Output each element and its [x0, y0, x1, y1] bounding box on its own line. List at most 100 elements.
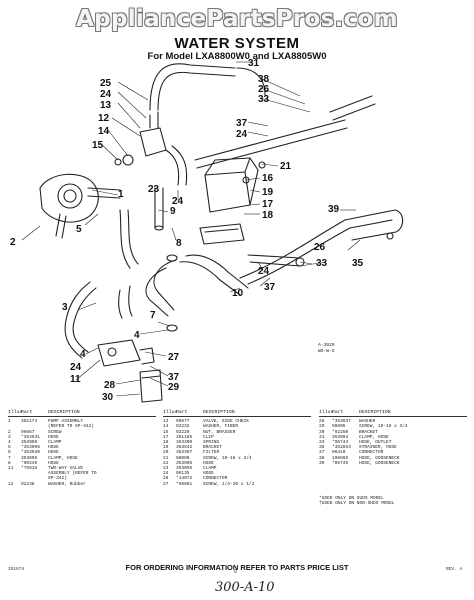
- callout-30: 30: [102, 392, 114, 403]
- callout-35: 35: [352, 258, 364, 269]
- parts-cell-desc: HOSE: [203, 471, 214, 477]
- parts-cell-part: *353906: [21, 445, 40, 451]
- bracket: [199, 223, 245, 245]
- hose-3: [64, 281, 91, 359]
- parts-cell-desc: CLAMP: [203, 466, 217, 472]
- parts-cell-part: *353637: [332, 419, 351, 425]
- parts-cell-desc: HOSE: [48, 445, 59, 451]
- bracket-30: [139, 369, 163, 403]
- callout-26: 26: [258, 84, 270, 95]
- parts-cell-desc: SCREW, 1/4-20 x 1/2: [203, 481, 255, 487]
- parts-cell-part: *92250: [332, 429, 349, 435]
- model-notes: *USED ONLY ON SUDS MODEL †USED ONLY ON N…: [319, 496, 469, 507]
- callout-12: 12: [98, 113, 110, 124]
- parts-row: ASSEMBLY (REFER TO: [8, 471, 156, 476]
- parts-cell-desc: SCREW, 10-16 x 3/4: [203, 455, 252, 461]
- parts-cell-illus: 23: [163, 466, 169, 472]
- parts-cell-desc: SP-342): [48, 476, 67, 482]
- parts-cell-part: *352853: [332, 445, 351, 451]
- parts-cell-illus: 38: [319, 455, 325, 461]
- callout-24-d: 24: [258, 266, 270, 277]
- pump-assembly: [39, 173, 99, 223]
- header-illus: Illus.: [8, 410, 26, 415]
- parts-cell-illus: 13: [163, 419, 169, 425]
- parts-cell-part: *353930: [21, 450, 40, 456]
- parts-cell-illus: 18: [163, 440, 169, 446]
- parts-row: SP-342): [8, 476, 156, 481]
- callout-29: 29: [168, 382, 180, 393]
- parts-cell-part: *353931: [21, 434, 40, 440]
- callout-1: 1: [118, 189, 124, 200]
- parts-cell-desc: (REFER TO SP-342): [48, 424, 94, 430]
- parts-cell-illus: 19: [163, 445, 169, 451]
- side-check-valve: [139, 127, 167, 157]
- parts-cell-illus: 11: [8, 466, 14, 472]
- parts-cell-desc: WASHER, Rubber: [48, 481, 86, 487]
- callout-9: 9: [170, 206, 176, 217]
- parts-cell-desc: CONNECTOR: [359, 450, 384, 456]
- parts-cell-part: *90249: [21, 460, 38, 466]
- figure-subcode: WS-W-S: [318, 348, 335, 354]
- parts-cell-part: 353095: [176, 466, 193, 472]
- callout-16: 16: [262, 173, 274, 184]
- watermark-text: AppliancePartsPros.com: [76, 6, 398, 32]
- diagram-title: WATER SYSTEM: [174, 35, 300, 52]
- parts-cell-illus: 17: [163, 434, 169, 440]
- callout-23: 23: [148, 184, 160, 195]
- callout-39: 39: [328, 204, 340, 215]
- parts-cell-desc: PUMP ASSEMBLY: [48, 419, 84, 425]
- parts-cell-desc: CLAMP, HOSE: [48, 455, 78, 461]
- callout-2: 2: [10, 237, 16, 248]
- parts-cell-illus: 30: [319, 429, 325, 435]
- revision-label: REV. A: [446, 567, 463, 572]
- header-description: DESCRIPTION: [48, 410, 80, 415]
- parts-cell-illus: 28: [319, 419, 325, 425]
- parts-cell-part: 92229: [176, 429, 190, 435]
- handwritten-note: 300-A-10: [215, 580, 275, 595]
- ordering-footer: FOR ORDERING INFORMATION REFER TO PARTS …: [125, 563, 349, 572]
- parts-table-header: Illus. Part DESCRIPTION: [319, 410, 467, 418]
- parts-cell-part: *98001: [176, 481, 193, 487]
- parts-cell-illus: 22: [163, 460, 169, 466]
- parts-cell-desc: WASHER, FIBER: [203, 424, 239, 430]
- parts-cell-part: 98677: [176, 419, 190, 425]
- parts-cell-illus: 15: [163, 429, 169, 435]
- parts-cell-part: 96667: [21, 429, 35, 435]
- parts-cell-illus: 8: [8, 460, 11, 466]
- parts-cell-desc: ASSEMBLY (REFER TO: [48, 471, 97, 477]
- callout-24-e: 24: [70, 362, 82, 373]
- parts-cell-desc: SCREW: [48, 429, 62, 435]
- parts-cell-part: 98605: [332, 424, 346, 430]
- parts-cell-illus: 29: [319, 424, 325, 430]
- callout-26-b: 26: [314, 242, 326, 253]
- parts-cell-illus: 37: [319, 450, 325, 456]
- parts-cell-part: 92238: [21, 481, 35, 487]
- parts-cell-illus: 4: [8, 440, 11, 446]
- figure-code: A-3929: [318, 342, 335, 348]
- header-part: Part: [176, 410, 188, 415]
- parts-cell-desc: FILTER: [203, 450, 220, 456]
- callout-18: 18: [262, 210, 274, 221]
- callout-33-b: 33: [316, 258, 328, 269]
- callout-28: 28: [104, 380, 116, 391]
